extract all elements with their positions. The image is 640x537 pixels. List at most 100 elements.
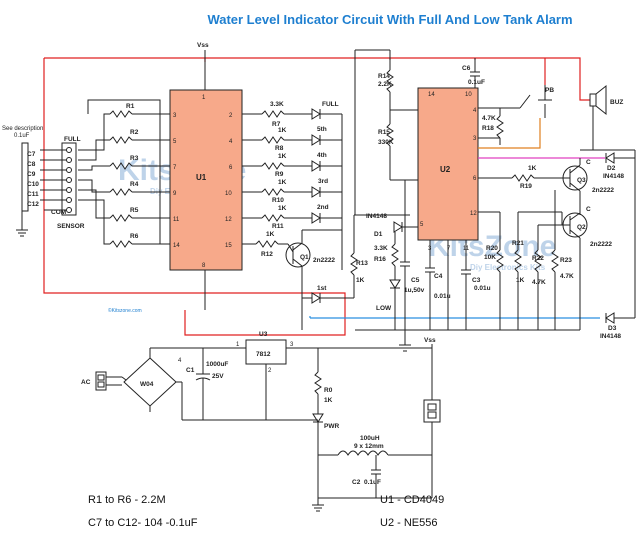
cap-c9: C9 <box>27 171 36 178</box>
c6-label: C6 <box>462 65 471 72</box>
q3-type: 2n2222 <box>592 187 614 194</box>
diagram-title: Water Level Indicator Circuit With Full … <box>207 12 572 27</box>
r11-label: R11 <box>272 223 284 230</box>
watermark-small: ©Kitszone.com <box>108 307 142 314</box>
cap-c8: C8 <box>27 161 36 168</box>
level-led-chain: 3.3K R7 FULL 1K R8 5th 1K R9 4th 1K R10 … <box>242 101 343 270</box>
sensor-full-label: FULL <box>64 136 81 143</box>
alarm-output: C6 0.1uF 4.7K R18 PB BUZ <box>462 58 636 318</box>
r22-value: 4.7K <box>532 279 546 286</box>
svg-text:5: 5 <box>173 139 177 145</box>
svg-text:9: 9 <box>173 191 177 197</box>
cap-c10: C10 <box>27 181 39 188</box>
svg-text:10: 10 <box>465 92 472 98</box>
r1-label: R1 <box>126 103 135 110</box>
svg-text:4: 4 <box>473 108 477 114</box>
svg-text:14: 14 <box>173 243 180 249</box>
q1-type: 2n2222 <box>313 257 335 264</box>
r0-value: 1K <box>324 397 333 404</box>
c1-voltage: 25V <box>212 373 224 380</box>
sensor-desc-2: 0.1uF <box>14 133 30 139</box>
svg-text:4: 4 <box>229 139 233 145</box>
diodes: D2 IN4148 D3 IN4148 IN4148 D1 <box>366 152 635 340</box>
q2-label: Q2 <box>577 224 586 231</box>
u2-label: U2 <box>440 165 451 174</box>
u3-label: U3 <box>259 331 268 338</box>
q1-transistor: Q1 2n2222 1st <box>285 229 342 330</box>
d1-type: IN4148 <box>366 213 387 220</box>
u3-part: 7812 <box>256 351 271 358</box>
led-low-label: LOW <box>376 305 392 312</box>
inductor-value: 100uH <box>360 435 380 442</box>
sensor-block: See description 0.1uF C7 C8 C9 C10 C11 C… <box>2 126 85 237</box>
bridge-label: W04 <box>140 381 154 388</box>
svg-text:6: 6 <box>473 176 477 182</box>
c2-label: C2 <box>352 479 361 486</box>
svg-text:5: 5 <box>420 222 424 228</box>
r16-value: 3.3K <box>374 245 388 252</box>
r7-value: 3.3K <box>270 101 284 108</box>
r11-value: 1K <box>278 205 287 212</box>
cap-c12: C12 <box>27 201 39 208</box>
d2-label: D2 <box>607 165 616 172</box>
svg-text:7: 7 <box>447 246 451 252</box>
sensor-label: SENSOR <box>57 223 85 230</box>
r14-value: 2.2K <box>378 81 392 88</box>
r8-value: 1K <box>278 127 287 134</box>
u1-ic: U1 1 8 3 5 7 9 11 14 2 4 6 10 12 15 <box>169 89 243 271</box>
d3-label: D3 <box>608 325 617 332</box>
r10-label: R10 <box>272 197 284 204</box>
d2-type: IN4148 <box>603 173 624 180</box>
power-supply: AC W04 C1 1000uF 25V U3 7812 1 2 3 4 Vss <box>81 331 441 512</box>
c6-value: 0.1uF <box>468 79 485 86</box>
input-resistors: R1 R2 R3 R4 R5 R6 <box>78 99 170 248</box>
r19-value: 1K <box>528 165 537 172</box>
low-alarm: 3.3K R16 LOW C5 1u,50v C4 0.01u C3 0.01u <box>355 225 555 352</box>
cap-c11: C11 <box>27 191 39 198</box>
buzzer-label: BUZ <box>610 99 623 106</box>
inductor-size: 9 x 12mm <box>354 443 384 450</box>
r18-label: R18 <box>482 125 494 132</box>
sensor-com-label: COM <box>51 209 66 216</box>
svg-text:6: 6 <box>229 165 233 171</box>
c2-value: 0.1uF <box>364 479 381 486</box>
u2-timing: R14 2.2K R15 330K <box>354 49 418 225</box>
watermark-right-tag: Diy Electronics Kits <box>470 263 546 272</box>
svg-text:11: 11 <box>173 217 180 223</box>
r10-value: 1K <box>278 179 287 186</box>
svg-text:15: 15 <box>225 243 232 249</box>
r12-value: 1K <box>266 231 275 238</box>
svg-text:12: 12 <box>470 211 477 217</box>
led-5th-label: 5th <box>317 126 327 133</box>
u2-ic: U2 14 10 4 3 6 12 5 3 7 11 <box>417 87 479 252</box>
svg-text:14: 14 <box>428 92 435 98</box>
d3-type: IN4148 <box>600 333 621 340</box>
r20-label: R20 <box>486 245 498 252</box>
ac-label: AC <box>81 379 91 386</box>
u1-label: U1 <box>196 173 207 182</box>
svg-text:3: 3 <box>473 136 477 142</box>
r5-label: R5 <box>130 207 139 214</box>
svg-text:10: 10 <box>225 191 232 197</box>
led-full-label: FULL <box>322 101 339 108</box>
svg-text:1: 1 <box>236 342 240 348</box>
svg-text:2: 2 <box>268 368 272 374</box>
r13-resistor: R13 1K <box>342 214 410 299</box>
c1-label: C1 <box>186 367 195 374</box>
r9-value: 1K <box>278 153 287 160</box>
pb-label: PB <box>545 87 554 94</box>
r4-label: R4 <box>130 181 139 188</box>
svg-text:4: 4 <box>178 358 182 364</box>
r13-value: 1K <box>356 277 365 284</box>
led-3rd-label: 3rd <box>318 178 328 185</box>
q2-type: 2n2222 <box>590 241 612 248</box>
r9-label: R9 <box>275 171 284 178</box>
vss-top-label: Vss <box>197 42 209 49</box>
c3-label: C3 <box>472 277 481 284</box>
r0-label: R0 <box>324 387 333 394</box>
r22-label: R22 <box>532 255 544 262</box>
q2-c: C <box>586 206 591 213</box>
u1-pin-vss: 1 <box>202 95 206 101</box>
r21-value: 1K <box>516 277 525 284</box>
